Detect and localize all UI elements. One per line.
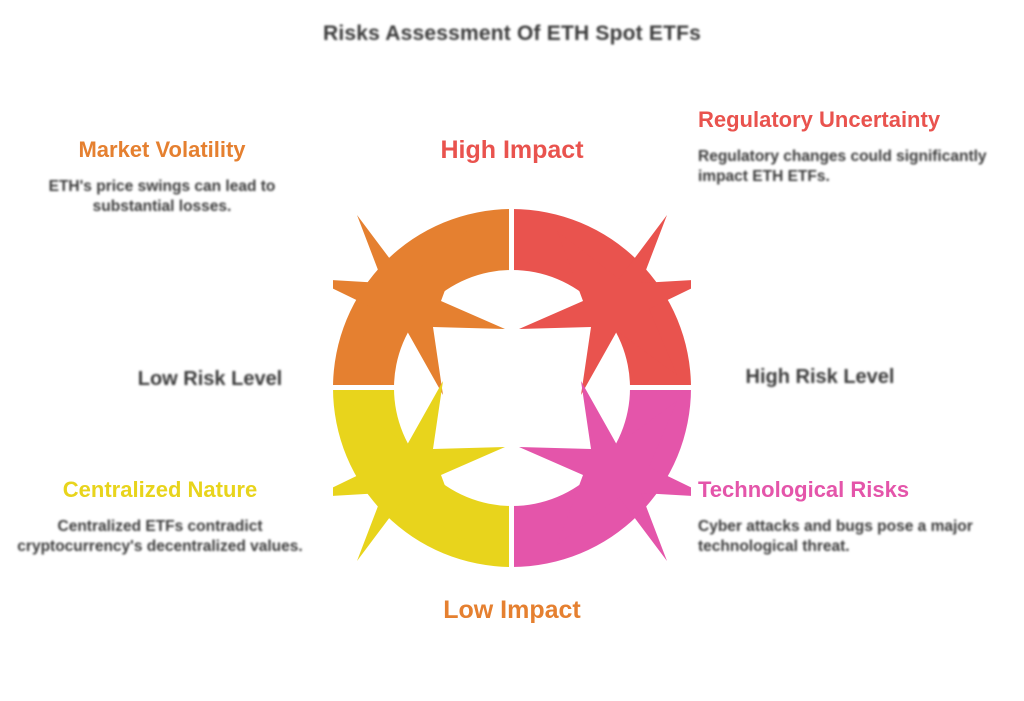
axis-label-high-impact: High Impact xyxy=(440,136,584,164)
quadrant-market-volatility: Market Volatility ETH's price swings can… xyxy=(12,137,312,218)
cycle-segment-top-right[interactable] xyxy=(512,209,691,395)
cycle-segment-top-right-arrowhead xyxy=(519,215,691,395)
quadrant-body-market-volatility: ETH's price swings can lead to substanti… xyxy=(48,177,276,216)
cycle-segment-top-left[interactable] xyxy=(333,209,512,395)
cycle-segment-bottom-left[interactable] xyxy=(333,381,512,567)
quadrant-centralized-nature: Centralized Nature Centralized ETFs cont… xyxy=(10,477,310,558)
cycle-segment-dividers xyxy=(333,209,691,567)
cycle-segment-bottom-right-arrowhead xyxy=(519,381,691,561)
quadrant-heading-market-volatility: Market Volatility xyxy=(78,137,246,162)
quadrant-heading-centralized-nature: Centralized Nature xyxy=(62,477,258,502)
cycle-segment-bottom-left-arrowhead xyxy=(333,381,505,561)
quadrant-heading-technological-risks: Technological Risks xyxy=(698,477,910,502)
cycle-diagram xyxy=(333,209,691,567)
axis-label-low-impact: Low Impact xyxy=(443,596,581,624)
cycle-segment-bottom-right[interactable] xyxy=(512,381,691,567)
quadrant-body-technological-risks: Cyber attacks and bugs pose a major tech… xyxy=(698,517,973,556)
cycle-diagram-svg xyxy=(333,209,691,567)
quadrant-regulatory-uncertainty: Regulatory Uncertainty Regulatory change… xyxy=(698,107,998,188)
quadrant-body-centralized-nature: Centralized ETFs contradict cryptocurren… xyxy=(17,517,303,556)
axis-label-low-risk-level: Low Risk Level xyxy=(137,368,283,390)
quadrant-heading-regulatory-uncertainty: Regulatory Uncertainty xyxy=(698,107,941,132)
cycle-segment-top-left-arrowhead xyxy=(333,215,505,395)
axis-label-high-risk-level: High Risk Level xyxy=(745,366,895,388)
quadrant-technological-risks: Technological Risks Cyber attacks and bu… xyxy=(698,477,998,558)
page-title: Risks Assessment Of ETH Spot ETFs xyxy=(322,22,702,45)
quadrant-body-regulatory-uncertainty: Regulatory changes could significantly i… xyxy=(698,147,987,186)
